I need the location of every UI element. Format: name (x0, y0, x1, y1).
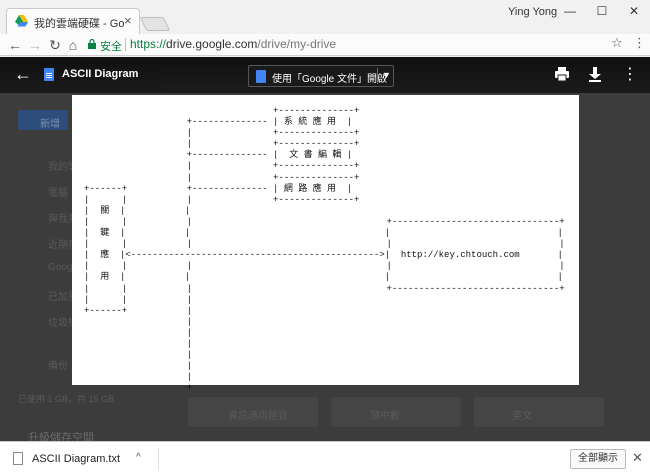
bookmark-star-icon[interactable]: ☆ (611, 35, 623, 50)
url-text[interactable]: https://drive.google.com/drive/my-drive (130, 37, 336, 51)
drive-storage-text: 已使用 1 GB，共 15 GB (18, 394, 115, 404)
drive-folder-name: 資訊適用題目 (228, 411, 288, 422)
open-with-label: 使用「Google 文件」開啟 (272, 74, 388, 85)
download-shelf: ASCII Diagram.txt ^ 全部顯示 ✕ (0, 441, 650, 475)
drive-nav-item: 備份 (48, 361, 68, 372)
browser-tab[interactable]: 我的雲端硬碟 - Google 雲 × (6, 8, 140, 34)
lock-icon (88, 39, 96, 49)
drive-nav-item: 近期存 (48, 240, 78, 251)
viewer-header: ← ASCII Diagram 使用「Google 文件」開啟 ▼ ⋮ (0, 57, 650, 93)
forward-button[interactable]: → (28, 37, 42, 53)
back-button[interactable]: ← (8, 37, 22, 53)
drive-nav-item: 我的雲 (48, 162, 78, 173)
open-with-dropdown-icon[interactable]: ▼ (382, 70, 391, 80)
omnibox-divider (125, 38, 126, 51)
close-window-button[interactable]: ✕ (628, 4, 640, 18)
text-file-icon (13, 452, 23, 465)
more-options-icon[interactable]: ⋮ (622, 66, 638, 83)
drive-nav-item: Googl (48, 262, 75, 273)
tab-close-button[interactable]: × (124, 13, 132, 28)
drive-new-label: 新增 (40, 119, 60, 130)
browser-toolbar: ← → ↻ ⌂ 安全 https://drive.google.com/driv… (0, 34, 650, 56)
drive-nav-item: 電腦 (48, 188, 68, 199)
minimize-button[interactable]: — (564, 4, 576, 18)
reload-button[interactable]: ↻ (49, 37, 61, 53)
url-scheme: https:// (130, 37, 167, 51)
google-drive-icon (15, 15, 28, 27)
drive-folder-name: 頂中數 (370, 411, 400, 422)
new-tab-button[interactable] (139, 17, 171, 31)
download-file-name[interactable]: ASCII Diagram.txt (32, 453, 121, 465)
browser-titlebar: 我的雲端硬碟 - Google 雲 × Ying Yong — ☐ ✕ (0, 0, 650, 34)
print-icon[interactable] (554, 66, 570, 82)
close-preview-arrow-icon[interactable]: ← (14, 64, 32, 84)
close-shelf-button[interactable]: ✕ (632, 450, 643, 465)
drive-folder-card (188, 397, 318, 427)
maximize-button[interactable]: ☐ (596, 4, 608, 18)
google-docs-icon (256, 70, 266, 83)
profile-name[interactable]: Ying Yong (508, 6, 558, 18)
document-page: +--------------+ +-------------- | 系 統 應… (72, 95, 579, 393)
address-bar[interactable]: 安全 https://drive.google.com/drive/my-dri… (82, 35, 627, 55)
drive-upgrade-link: 升級儲存空間 (28, 432, 94, 441)
download-item-divider (158, 448, 159, 470)
drive-nav-item: 垃圾桶 (48, 318, 78, 329)
download-options-chevron-icon[interactable]: ^ (136, 452, 141, 463)
download-icon[interactable] (587, 66, 603, 82)
tab-title: 我的雲端硬碟 - Google 雲 (34, 18, 124, 30)
secure-label: 安全 (100, 41, 122, 53)
ascii-diagram-text: +--------------+ +-------------- | 系 統 應… (84, 106, 565, 394)
open-with-docs-button[interactable]: 使用「Google 文件」開啟 ▼ (248, 65, 394, 87)
drive-nav-item: 與我共 (48, 214, 78, 225)
drive-new-button (18, 110, 68, 130)
file-preview-overlay: 新增 我的雲 電腦 與我共 近期存 Googl 已加星 垃圾桶 備份 已使用 1… (0, 57, 650, 441)
browser-menu-icon[interactable]: ⋮ (633, 35, 646, 50)
show-all-downloads-button[interactable]: 全部顯示 (570, 449, 626, 469)
url-path: /drive/my-drive (257, 37, 337, 51)
url-host: drive.google.com (166, 37, 258, 51)
drive-nav-item: 已加星 (48, 292, 78, 303)
drive-folder-card (331, 397, 461, 427)
home-button[interactable]: ⌂ (68, 37, 78, 53)
google-docs-icon (44, 68, 54, 81)
drive-folder-name: 英文 (512, 411, 532, 422)
drive-folder-card (474, 397, 604, 427)
preview-file-title: ASCII Diagram (62, 68, 139, 80)
open-with-divider (377, 68, 378, 84)
